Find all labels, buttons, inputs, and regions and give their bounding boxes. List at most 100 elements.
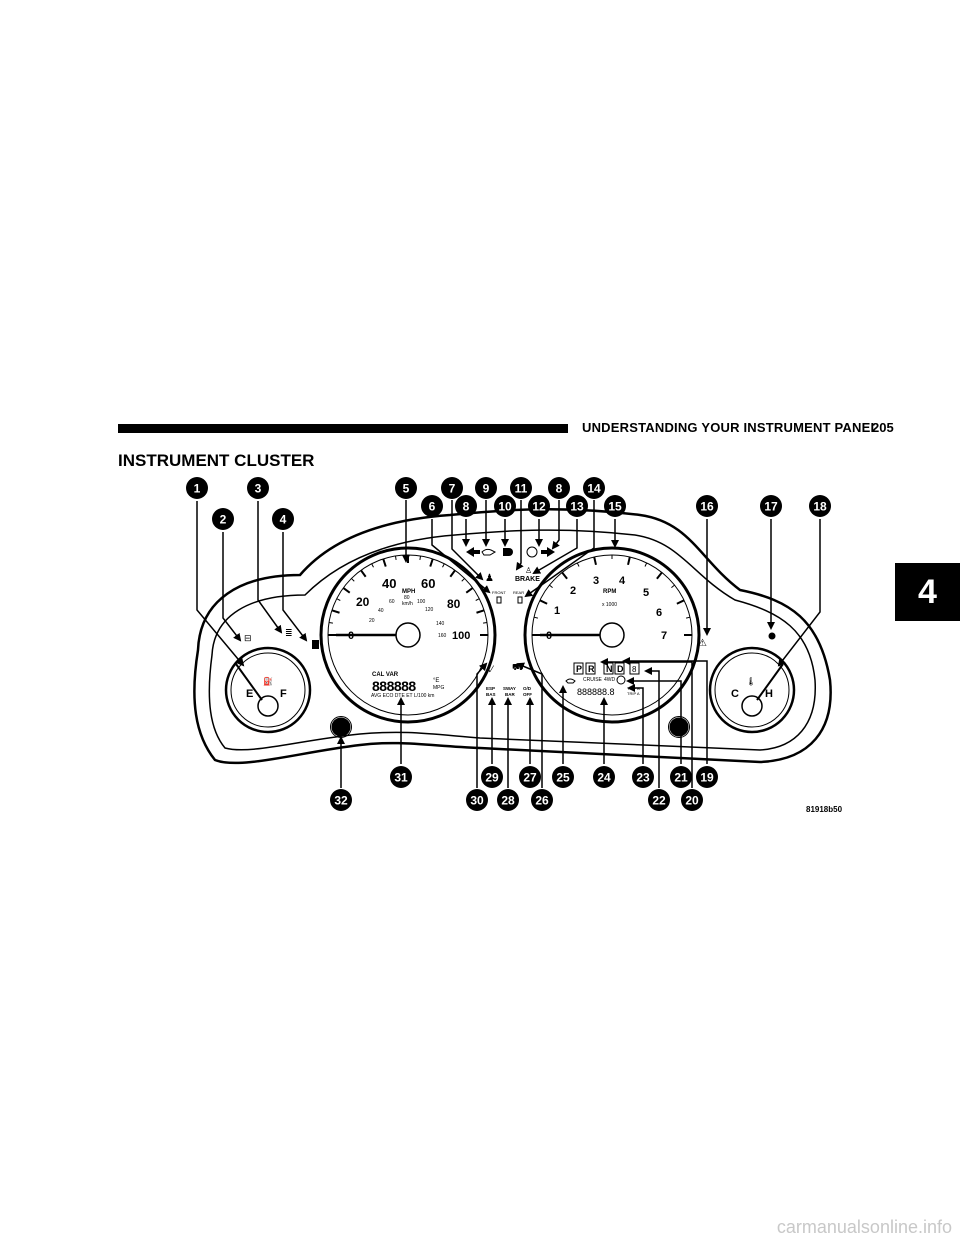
gear-n: N: [606, 664, 613, 674]
callout-circle: [481, 766, 503, 788]
gear-d: D: [617, 664, 624, 674]
callout-circle: [548, 477, 570, 499]
fourwd-indicator: 4WD: [604, 677, 616, 683]
callout-circle: [760, 495, 782, 517]
gauge-tick: [475, 598, 480, 601]
gauge-tick: [442, 563, 445, 568]
callout-circle: [212, 508, 234, 530]
gear-manual-icon: 8: [632, 665, 637, 674]
rpm-label-3: 3: [593, 575, 599, 587]
callout-circle: [566, 495, 588, 517]
fuel-warning-icon: [312, 640, 319, 649]
gauge-tick: [331, 609, 340, 614]
rpm-label-6: 6: [656, 607, 662, 619]
callout-number: 8: [463, 500, 470, 514]
fuel-gauge: E F ⛽: [224, 646, 312, 734]
callout-circle: [519, 766, 541, 788]
brake-indicator: BRAKE: [515, 576, 540, 583]
kmh-label-80: 80: [404, 595, 410, 601]
front-lock-icon: [496, 596, 502, 604]
evic-odometer: 888888: [372, 678, 416, 694]
header-rule: [118, 424, 568, 433]
battery-icon: ⊟: [244, 633, 252, 643]
evic-unit-top: °E: [433, 678, 439, 684]
kmh-label-160: 160: [438, 633, 447, 639]
gauge-tick: [419, 555, 422, 561]
gauge-tick: [539, 599, 548, 605]
kmh-label-20: 20: [369, 618, 375, 624]
callout-number: 19: [700, 771, 714, 785]
callout-number: 29: [485, 771, 499, 785]
callout-circle: [494, 495, 516, 517]
tachometer: 0 1 2 3 4 5 6 7 RPM x 1000 P R N D 8 CRU…: [523, 546, 707, 724]
kmh-label-100: 100: [417, 599, 426, 605]
high-beam-icon: [503, 548, 513, 556]
callout-circle: [670, 766, 692, 788]
evic-unit-mid: MPG: [433, 685, 445, 691]
callout-number: 24: [597, 771, 611, 785]
callout-number: 25: [556, 771, 570, 785]
fog-light-icon: ≣: [285, 628, 293, 638]
gauge-tick: [561, 571, 568, 580]
callout-number: 11: [515, 482, 528, 496]
callout-circle: [390, 766, 412, 788]
kmh-label-140: 140: [436, 621, 445, 627]
callout-circle: [497, 789, 519, 811]
rpm-label-0: 0: [546, 630, 552, 642]
mph-label-80: 80: [447, 597, 461, 611]
security-light-icon: [768, 632, 776, 640]
callout-circle: [455, 495, 477, 517]
gauge-tick: [382, 558, 387, 567]
rpm-label-7: 7: [661, 630, 667, 642]
callout-number: 18: [813, 500, 827, 514]
rpm-multiplier: x 1000: [602, 602, 617, 608]
callout-number: 32: [334, 794, 348, 808]
callout-circle: [330, 789, 352, 811]
sway-label: SWAY: [503, 686, 516, 691]
callout-number: 10: [498, 500, 512, 514]
gauge-tick: [360, 569, 367, 578]
gauge-tick: [351, 578, 355, 582]
seatbelt-icon: ♟: [485, 573, 494, 584]
callout-circle: [510, 477, 532, 499]
callout-number: 13: [570, 500, 584, 514]
temperature-gauge: C H 🌡: [708, 646, 796, 734]
callout-number: 14: [587, 482, 601, 496]
gauge-tick: [449, 569, 456, 578]
callout-circle: [604, 495, 626, 517]
callout-number: 20: [685, 794, 699, 808]
mph-unit: MPH: [402, 589, 415, 595]
callout-circle: [593, 766, 615, 788]
tire-pressure-icon: [616, 675, 626, 685]
odometer-reset-knob: [331, 717, 351, 737]
gauge-tick: [465, 587, 474, 594]
rear-lock-icon: [517, 596, 523, 604]
gauge-tick: [394, 555, 397, 561]
callout-circle: [395, 477, 417, 499]
mph-label-40: 40: [382, 576, 396, 591]
gauge-tick: [671, 584, 675, 589]
callout-number: 30: [470, 794, 484, 808]
gauge-tick: [549, 584, 553, 589]
callout-number: 15: [608, 500, 622, 514]
mph-label-60: 60: [421, 576, 435, 591]
page-number: 205: [872, 420, 894, 435]
callout-number: 22: [652, 794, 666, 808]
gauge-tick: [371, 563, 374, 568]
cruise-indicator: CRUISE: [583, 677, 603, 683]
fuel-pump-icon: ⛽: [263, 676, 273, 686]
temp-thermometer-icon: 🌡: [746, 677, 756, 686]
bas-label: BAS: [486, 692, 496, 697]
kmh-unit: km/h: [402, 601, 413, 607]
gauge-tick: [644, 562, 648, 567]
callout-number: 9: [483, 482, 490, 496]
fuel-empty-label: E: [246, 688, 253, 700]
airbag-icon: ♙: [525, 566, 532, 575]
callout-circle: [632, 766, 654, 788]
mph-label-100: 100: [452, 630, 470, 642]
callout-circle: [186, 477, 208, 499]
kmh-label-120: 120: [425, 607, 434, 613]
gauge-tick: [328, 621, 334, 624]
